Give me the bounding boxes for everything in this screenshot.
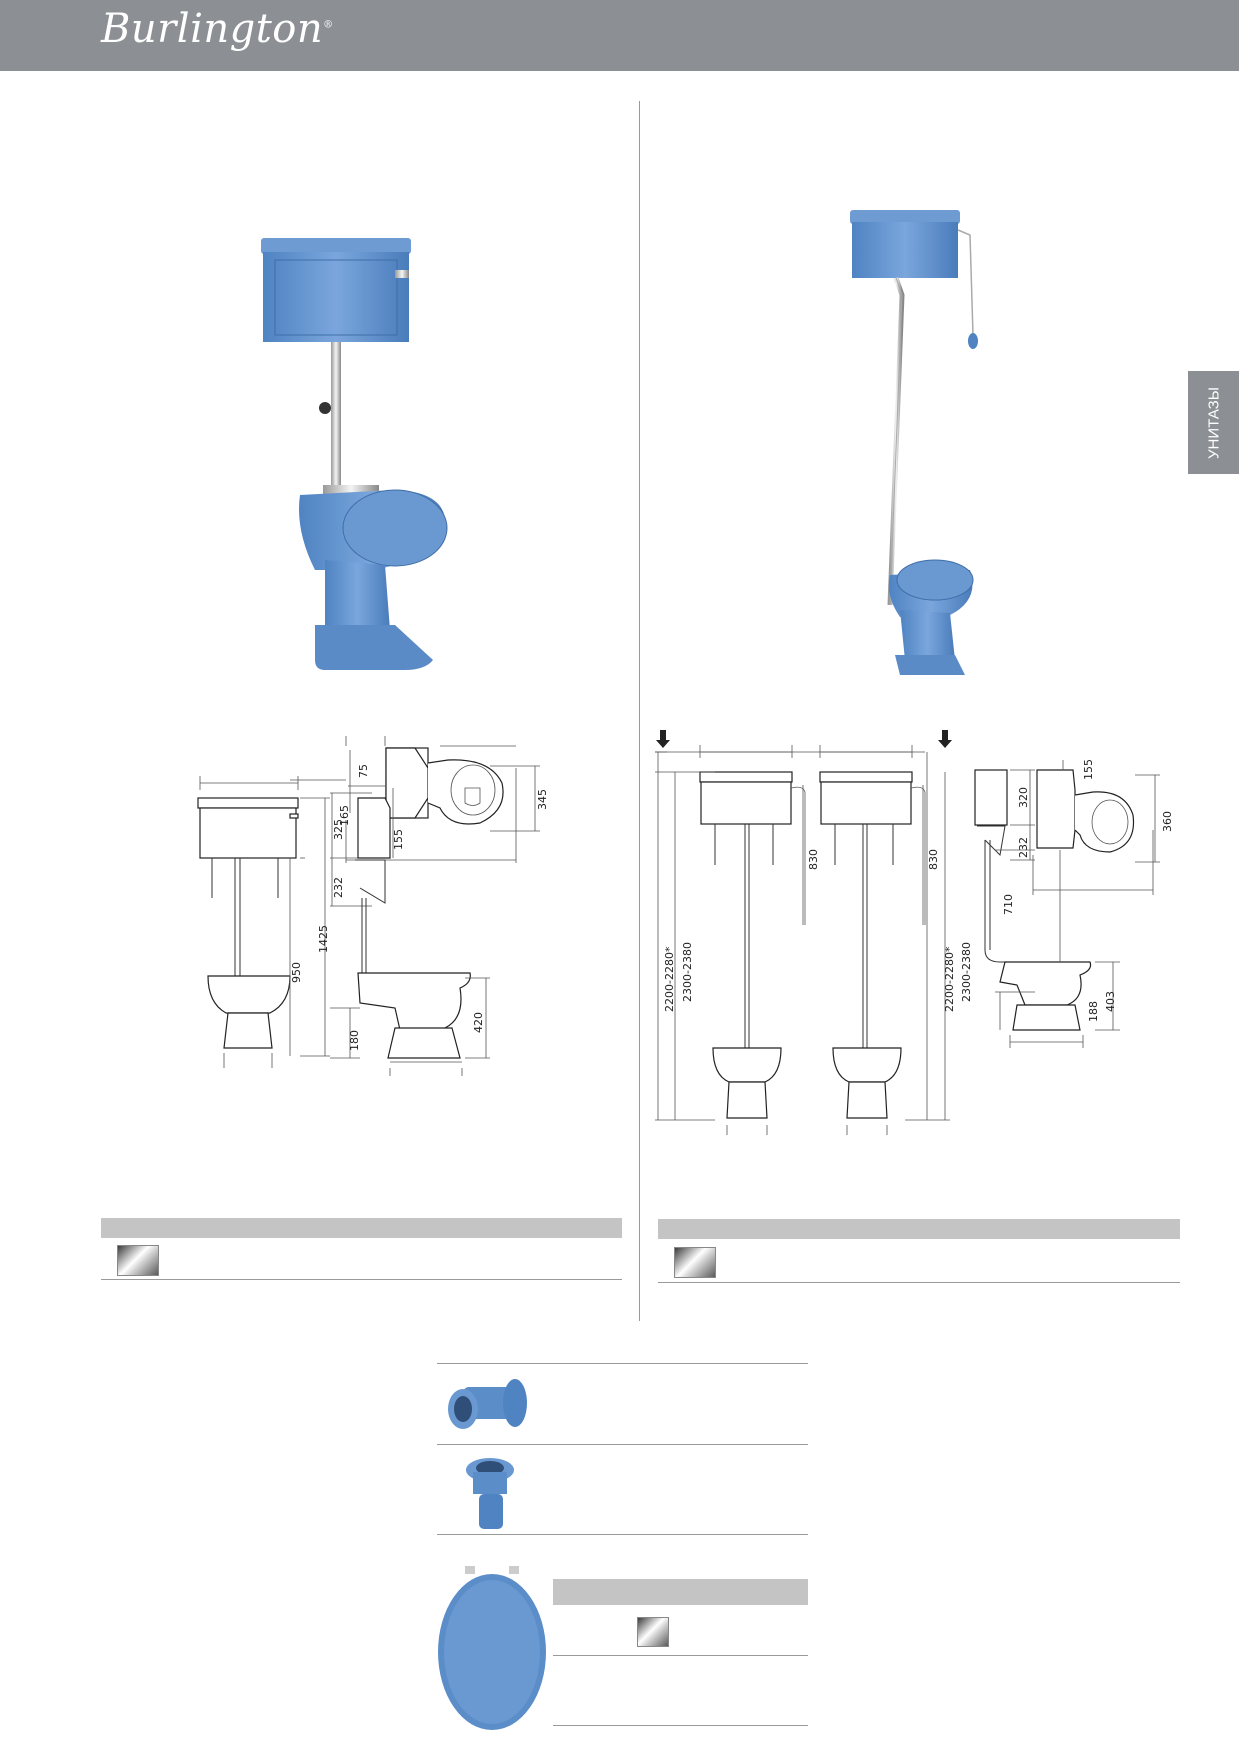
arrow-down-icon [656,730,670,748]
seat-spec-bar [553,1579,808,1605]
dim-155-left: 155 [392,829,405,850]
dim-180: 180 [348,1030,361,1051]
seat-spec-rule [553,1655,808,1656]
column-divider [639,101,640,1321]
dim-232: 232 [332,877,345,898]
dim-830-right: 830 [927,849,940,870]
dim-830-left: 830 [807,849,820,870]
dim-75: 75 [357,764,370,778]
section-tab-toilets[interactable]: УНИТАЗЫ [1188,371,1239,474]
dim-155-right: 155 [1082,759,1095,780]
pan-connector-angled-photo [466,1458,514,1529]
dim-403: 403 [1104,991,1117,1012]
top-view: 75 165 155 345 [290,736,549,863]
dim-2300-2380-right: 2300-2380 [960,942,973,1002]
dim-2200-2280-right: 2200-2280* [943,946,956,1012]
side-view: 325 232 420 180 [330,792,490,1076]
dim-165: 165 [338,805,351,826]
dim-1425: 1425 [317,925,330,953]
toilet-photo-low-level [261,238,448,670]
accessory-rule [437,1363,808,1364]
dim-232-right: 232 [1017,837,1030,858]
seat-spec-rule [553,1725,808,1726]
dim-320: 320 [1017,787,1030,808]
dim-360: 360 [1161,811,1174,832]
left-spec-bar [101,1218,622,1238]
left-spec-rule [101,1279,622,1280]
arrow-down-icon [938,730,952,748]
page-header: Burlington® [0,0,1239,71]
pan-connector-straight-photo [448,1379,527,1429]
dim-188: 188 [1087,1001,1100,1022]
chrome-finish-swatch[interactable] [637,1617,669,1647]
right-spec-rule [658,1282,1180,1283]
dim-2300-2380-left: 2300-2380 [681,942,694,1002]
chrome-finish-swatch[interactable] [117,1245,159,1276]
brand-logo: Burlington® [101,6,334,52]
front-view: 950 1425 [197,776,330,1068]
dim-710: 710 [1002,894,1015,915]
dim-345: 345 [536,789,549,810]
dim-420: 420 [472,1012,485,1033]
dimension-drawing-low-level: 75 165 155 345 950 1425 [197,736,549,1076]
chrome-finish-swatch[interactable] [674,1247,716,1278]
toilet-seat-photo [438,1566,546,1730]
right-spec-bar [658,1219,1180,1239]
accessory-rule [437,1534,808,1535]
dim-2200-2280-left: 2200-2280* [663,946,676,1012]
dim-950: 950 [290,962,303,983]
toilet-photo-high-level [850,210,978,675]
dimension-drawing-high-level: 2200-2280* 2300-2380 830 830 2200-2280* … [655,730,1174,1135]
dim-325: 325 [332,819,345,840]
accessory-rule [437,1444,808,1445]
